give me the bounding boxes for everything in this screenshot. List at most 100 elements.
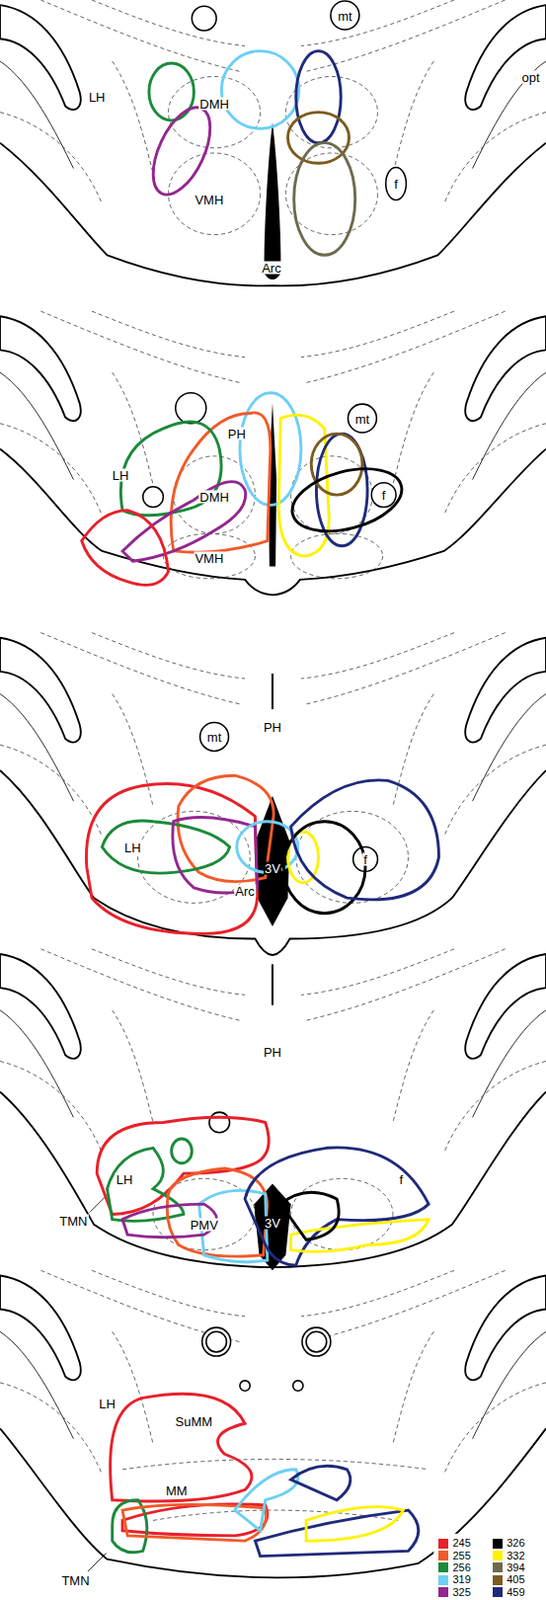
lesion-outline — [254, 1509, 418, 1556]
section-5 — [0, 1269, 546, 1600]
legend-entry: 394 — [492, 1560, 525, 1573]
lesion-outline — [85, 782, 257, 934]
section-drawing — [0, 0, 245, 205]
legend-entry: 332 — [492, 1549, 525, 1561]
legend-label: 332 — [506, 1550, 525, 1561]
leader-line — [87, 1552, 107, 1571]
lesion-outline — [287, 112, 349, 164]
region-label: DMH — [198, 490, 231, 504]
fiber-tract — [200, 721, 230, 751]
lesion-outline — [110, 1393, 252, 1501]
ventricle — [271, 963, 274, 1005]
lesion-outline — [291, 1219, 430, 1252]
fiber-tract — [239, 1380, 250, 1391]
legend-label: 394 — [506, 1561, 525, 1573]
lesion-outline — [149, 63, 194, 121]
fiber-tract — [302, 1326, 331, 1356]
lesion-outline — [291, 1465, 351, 1499]
legend-entry: 256 — [438, 1560, 470, 1573]
lesion-outline — [244, 1147, 429, 1265]
lesion-outline — [311, 433, 363, 495]
lesion-outlines — [85, 775, 439, 934]
section-drawing — [301, 948, 546, 1154]
region-label: LH — [111, 468, 131, 481]
region-label: DMH — [198, 97, 231, 111]
region-label: PH — [227, 427, 247, 441]
nucleus-boundary — [296, 810, 409, 903]
region-label: PMV — [189, 1218, 220, 1232]
lesion-outlines — [81, 392, 409, 586]
region-label: mt — [206, 730, 223, 744]
region-label: 3V — [263, 860, 282, 874]
legend-label: 325 — [452, 1586, 470, 1598]
lesion-outline — [122, 1503, 267, 1541]
legend-swatch — [492, 1586, 503, 1597]
legend-label: 326 — [506, 1537, 525, 1549]
legend-label: 245 — [452, 1537, 470, 1549]
legend-label: 256 — [452, 1561, 470, 1573]
region-label: LH — [87, 90, 107, 104]
lesion-outline — [234, 1469, 299, 1531]
legend-swatch — [438, 1586, 449, 1597]
region-label: LH — [97, 1397, 117, 1410]
fiber-tract — [209, 1111, 231, 1133]
nucleus-boundary — [153, 1509, 398, 1520]
region-label: PH — [262, 1044, 283, 1058]
section-2 — [0, 311, 546, 595]
region-label: Arc — [234, 884, 256, 898]
region-label: LH — [115, 1171, 135, 1185]
legend-entry: 326 — [492, 1537, 525, 1550]
fiber-tract — [306, 1330, 327, 1352]
lesion-outline — [306, 1506, 403, 1541]
lesion-outlines — [141, 51, 355, 256]
legend-swatch — [492, 1550, 503, 1560]
legend-label: 459 — [506, 1586, 525, 1598]
lesion-outline — [291, 780, 440, 900]
legend-entry: 459 — [492, 1585, 525, 1598]
legend-swatch — [492, 1538, 503, 1549]
lesion-outline — [294, 143, 356, 256]
region-label: Arc — [260, 260, 283, 274]
section-drawing — [433, 1533, 546, 1600]
fiber-tract — [143, 486, 164, 508]
region-label: opt — [520, 70, 541, 83]
leader-line — [89, 1195, 107, 1213]
legend-label: 405 — [506, 1573, 525, 1585]
region-label: VMH — [193, 551, 225, 565]
lesion-outline — [285, 458, 409, 543]
legend-swatch — [438, 1574, 449, 1585]
lesion-outline — [296, 51, 341, 144]
legend-swatch — [438, 1561, 449, 1572]
legend-swatch — [492, 1574, 503, 1585]
lesion-outline — [81, 510, 169, 586]
section-drawing — [301, 1269, 546, 1475]
lesion-outline — [101, 820, 230, 873]
section-drawing — [301, 0, 546, 205]
fiber-tract — [330, 0, 360, 30]
legend-label: 255 — [452, 1550, 470, 1561]
legend-swatch — [438, 1538, 449, 1549]
brain-outline — [0, 1427, 546, 1577]
ventricle — [271, 673, 274, 709]
fiber-tract — [206, 1330, 228, 1352]
nucleus-boundary — [122, 1458, 429, 1469]
legend-entry: 325 — [438, 1585, 470, 1598]
lesion-outline — [278, 414, 329, 556]
fiber-tract — [191, 5, 217, 31]
fiber-tract — [347, 403, 377, 433]
brain-outline — [0, 770, 546, 955]
lesion-outline — [122, 481, 246, 562]
fiber-tract — [386, 166, 407, 200]
legend-entry: 405 — [492, 1573, 525, 1586]
lesion-outline — [280, 1191, 339, 1240]
fiber-tract — [175, 392, 207, 424]
nucleus-boundary — [168, 153, 261, 235]
lesion-outline — [141, 98, 222, 203]
region-label: LH — [123, 840, 143, 854]
section-drawing — [0, 948, 245, 1154]
section-4 — [0, 948, 546, 1270]
legend-swatch — [492, 1561, 503, 1572]
region-label: PH — [262, 719, 283, 733]
region-label: TMN — [58, 1214, 88, 1228]
